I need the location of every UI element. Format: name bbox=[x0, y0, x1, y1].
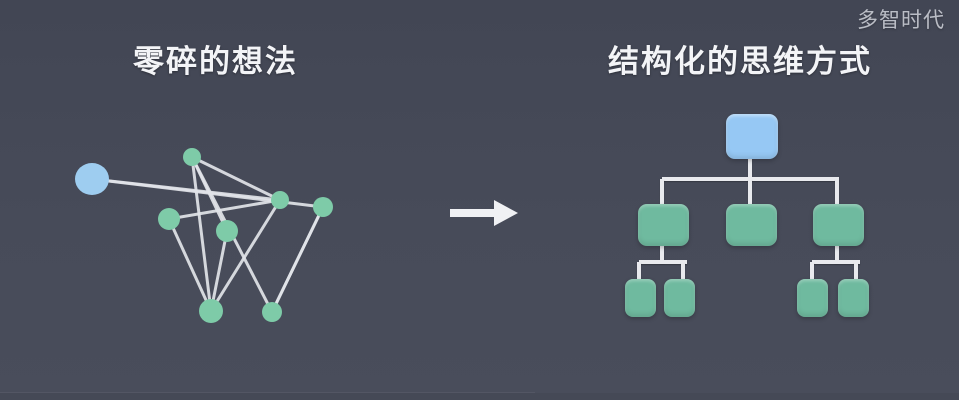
page-title-right: 结构化的思维方式 bbox=[608, 44, 872, 79]
graph-edge bbox=[190, 155, 282, 202]
tree-node-c1[interactable] bbox=[625, 279, 656, 317]
tree-node-b1[interactable] bbox=[638, 204, 689, 246]
graph-edge bbox=[190, 155, 213, 313]
graph-edge bbox=[209, 198, 282, 313]
tree-connector-level2-drop-left bbox=[660, 179, 664, 205]
tree-node-c4[interactable] bbox=[838, 279, 869, 317]
tree-node-b3[interactable] bbox=[813, 204, 864, 246]
tree-connector-right-branch-bus bbox=[812, 260, 860, 264]
tree-connector-root-stem bbox=[748, 159, 752, 181]
tree-node-c2[interactable] bbox=[664, 279, 695, 317]
arrow-right-icon bbox=[450, 200, 518, 226]
graph-edge bbox=[270, 205, 325, 314]
tree-node-c3[interactable] bbox=[797, 279, 828, 317]
tree-connector-right-child2-drop bbox=[854, 262, 858, 280]
graph-node-green[interactable] bbox=[262, 302, 282, 322]
graph-node-blue[interactable] bbox=[75, 163, 109, 195]
tree-node-root[interactable] bbox=[726, 114, 778, 159]
bottom-seam bbox=[0, 392, 535, 393]
bottom-band bbox=[0, 393, 959, 400]
graph-edge bbox=[167, 217, 213, 313]
tree-connector-left-branch-stem bbox=[660, 246, 664, 263]
watermark: 多智时代 bbox=[857, 8, 945, 32]
graph-edge bbox=[209, 229, 229, 313]
graph-node-green[interactable] bbox=[199, 299, 223, 323]
tree-connector-left-branch-bus bbox=[639, 260, 687, 264]
graph-node-green[interactable] bbox=[183, 148, 201, 166]
tree-connector-left-child2-drop bbox=[681, 262, 685, 280]
graph-node-green[interactable] bbox=[271, 191, 289, 209]
graph-node-green[interactable] bbox=[158, 208, 180, 230]
graph-node-green[interactable] bbox=[216, 220, 238, 242]
tree-node-b2[interactable] bbox=[726, 204, 777, 246]
graph-edge bbox=[167, 198, 282, 221]
tree-connector-left-child1-drop bbox=[637, 262, 641, 280]
graph-node-green[interactable] bbox=[313, 197, 333, 217]
tree-connector-level2-drop-right bbox=[835, 179, 839, 205]
page-title-left: 零碎的想法 bbox=[133, 44, 298, 79]
tree-connector-level2-drop-mid bbox=[748, 179, 752, 205]
tree-connector-right-branch-stem bbox=[835, 246, 839, 263]
tree-connector-right-child1-drop bbox=[810, 262, 814, 280]
